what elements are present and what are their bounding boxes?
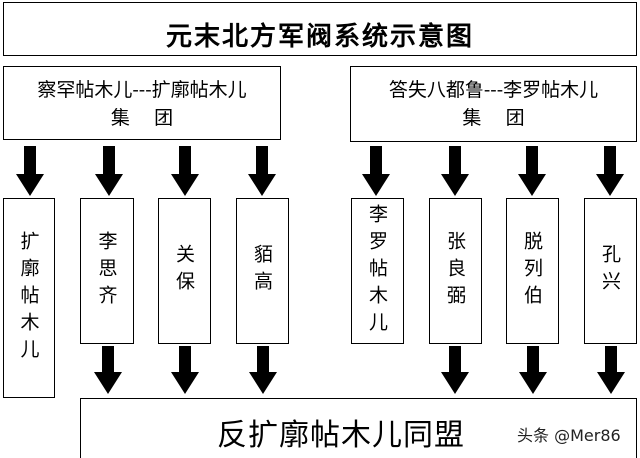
- arrow-down-icon: [171, 146, 199, 196]
- member-box-guanbao: 关保: [158, 198, 211, 344]
- member-label: 李罗帖木儿: [366, 203, 388, 339]
- member-label: 脱列伯: [521, 230, 543, 312]
- left-group-box: 察罕帖木儿---扩廓帖木儿 集 团: [3, 66, 281, 140]
- left-group-label-line1: 察罕帖木儿---扩廓帖木儿: [37, 79, 247, 101]
- diagram-title-box: 元末北方军阀系统示意图: [3, 2, 637, 56]
- member-box-mogao: 貊高: [236, 198, 289, 344]
- arrow-down-icon: [441, 346, 469, 394]
- right-group-label-line1: 答失八都鲁---李罗帖木儿: [388, 79, 599, 101]
- arrow-down-icon: [171, 346, 199, 394]
- member-box-luoluo: 李罗帖木儿: [351, 198, 404, 344]
- member-label: 扩廓帖木儿: [17, 230, 40, 366]
- member-label: 张良弼: [444, 230, 466, 312]
- arrow-down-icon: [248, 146, 276, 196]
- right-group-box: 答失八都鲁---李罗帖木儿 集 团: [350, 66, 637, 142]
- arrow-down-icon: [518, 146, 546, 196]
- alliance-label: 反扩廓帖木儿同盟: [217, 418, 465, 453]
- arrow-down-icon: [596, 146, 624, 196]
- arrow-down-icon: [249, 346, 277, 394]
- arrow-down-icon: [441, 146, 469, 196]
- left-group-label-line2: 集 团: [110, 107, 174, 129]
- member-box-zhangliangbi: 张良弼: [429, 198, 482, 344]
- arrow-down-icon: [95, 146, 123, 196]
- member-box-kuokuo: 扩廓帖木儿: [3, 198, 55, 398]
- member-label: 孔兴: [599, 244, 621, 298]
- alliance-box: 反扩廓帖木儿同盟: [80, 398, 637, 458]
- right-group-label-line2: 集 团: [462, 107, 525, 129]
- watermark: 头条 @Mer86: [517, 426, 621, 445]
- member-box-kongxing: 孔兴: [584, 198, 637, 344]
- arrow-down-icon: [597, 346, 625, 394]
- diagram-title: 元末北方军阀系统示意图: [165, 22, 474, 52]
- member-label: 关保: [173, 244, 195, 298]
- arrow-down-icon: [16, 146, 44, 196]
- member-box-lisiqi: 李思齐: [80, 198, 134, 344]
- member-label: 李思齐: [95, 230, 118, 312]
- member-box-tuoliebo: 脱列伯: [506, 198, 559, 344]
- arrow-down-icon: [94, 346, 122, 394]
- arrow-down-icon: [362, 146, 390, 196]
- member-label: 貊高: [251, 244, 273, 298]
- arrow-down-icon: [519, 346, 547, 394]
